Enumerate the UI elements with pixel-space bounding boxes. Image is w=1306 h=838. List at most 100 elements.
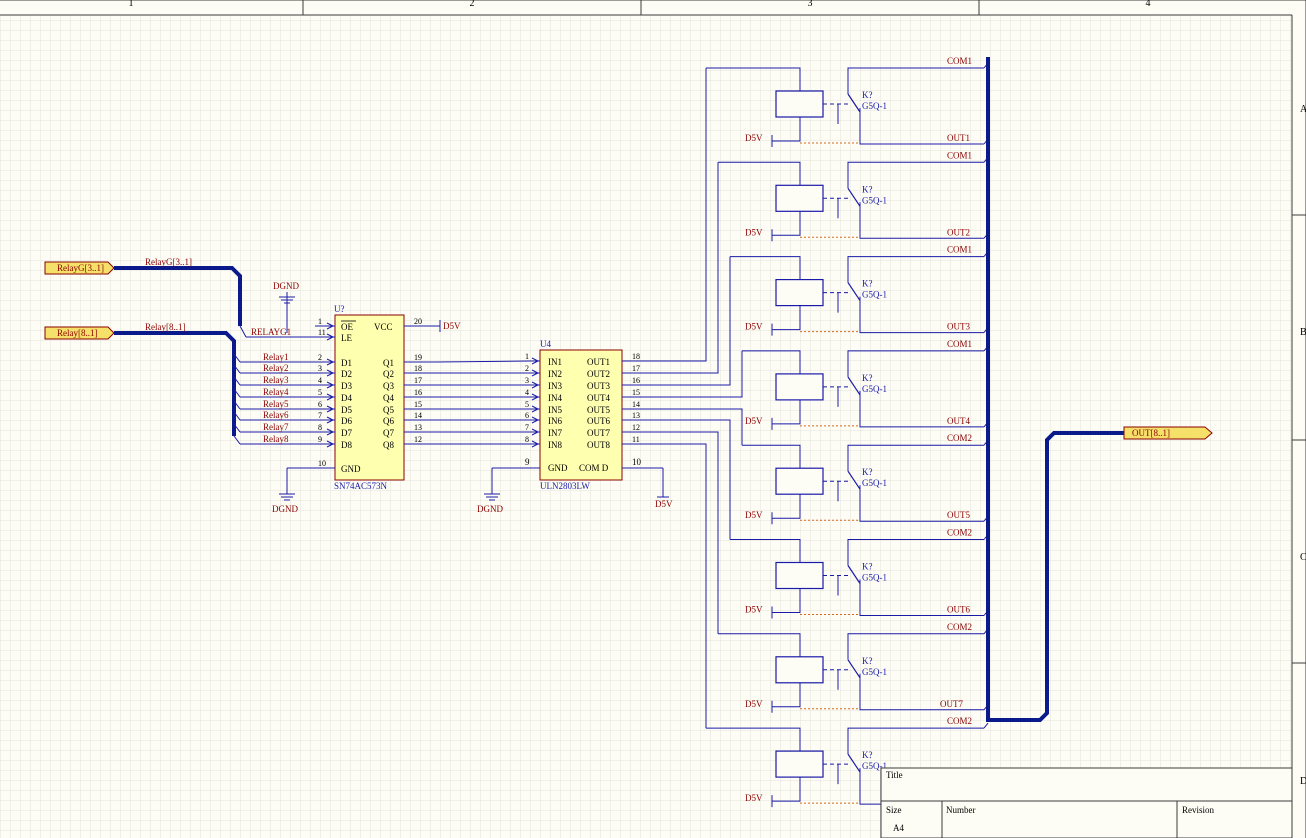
relay-coil-wire bbox=[742, 444, 801, 469]
dgnd-symbol-top: DGND bbox=[273, 281, 299, 333]
relay-coil-wire bbox=[730, 256, 801, 280]
u7-pin-number: 16 bbox=[414, 388, 422, 397]
d5v-symbol-u4: D5V bbox=[622, 467, 673, 509]
u4-pin-arrow bbox=[531, 405, 540, 413]
u4-pin-number: 7 bbox=[525, 423, 529, 432]
u4-pin-arrow bbox=[531, 369, 540, 377]
relay-switch-blade bbox=[847, 659, 861, 679]
u7-pin-name: Q5 bbox=[383, 405, 394, 415]
u7-pin-name: D3 bbox=[341, 381, 352, 391]
u7-pin-name: D1 bbox=[341, 358, 352, 368]
u7-pin-name: D5 bbox=[341, 405, 352, 415]
u4-pin-number: 16 bbox=[632, 376, 640, 385]
u7-pin-arrow bbox=[326, 416, 335, 424]
u4-pin-number: 11 bbox=[632, 435, 640, 444]
dgnd-u7-label: DGND bbox=[272, 504, 298, 514]
u7-pin-name: Q6 bbox=[383, 416, 394, 426]
relay-com-wire bbox=[847, 67, 984, 94]
relay-com-wire bbox=[847, 727, 984, 755]
relay-part: G5Q-1 bbox=[862, 761, 887, 771]
u7-pin-arrow bbox=[326, 393, 335, 401]
u4-pin-number: 15 bbox=[632, 388, 640, 397]
bus-label-relayg: RelayG[3..1] bbox=[145, 257, 192, 267]
u4-pin-gnd-name: GND bbox=[548, 463, 568, 473]
relay-part: G5Q-1 bbox=[862, 478, 887, 488]
relay-coil bbox=[775, 184, 824, 212]
col-label-3: 3 bbox=[808, 0, 813, 9]
relay-out-label: OUT7 bbox=[940, 699, 963, 709]
u7-pin-number: 12 bbox=[414, 435, 422, 444]
relay-coil-wire bbox=[718, 633, 801, 657]
relay-supply-label: D5V bbox=[745, 322, 763, 332]
relay-supply-wire bbox=[772, 588, 801, 613]
relay-supply-label: D5V bbox=[745, 133, 763, 143]
u7-pin-name: GND bbox=[341, 464, 361, 474]
u7-pin-number: 15 bbox=[414, 400, 422, 409]
relay-out-wire bbox=[859, 579, 984, 616]
u7-pin-number: 13 bbox=[414, 423, 422, 432]
relay-com-wire bbox=[847, 161, 984, 189]
bus-entry bbox=[233, 400, 241, 410]
port-out[interactable]: OUT[8..1] bbox=[1123, 426, 1213, 440]
u4-pin-number: 4 bbox=[525, 388, 529, 397]
relay-com-label: COM2 bbox=[947, 622, 972, 632]
u7-component[interactable]: U? SN74AC573N 1OE11LE2D13D24D35D46D57D68… bbox=[315, 304, 436, 491]
relay-out-wire bbox=[859, 108, 984, 145]
relay-coil bbox=[775, 656, 824, 684]
u7-pin-name: VCC bbox=[374, 322, 393, 332]
u7-pin-number: 11 bbox=[318, 328, 326, 337]
wire bbox=[622, 443, 707, 729]
relay-supply-wire bbox=[772, 305, 801, 331]
port-relay[interactable]: Relay[8..1] bbox=[44, 326, 115, 340]
bus-relay[interactable] bbox=[114, 331, 236, 436]
title-block-number-label: Number bbox=[946, 805, 976, 815]
relay-out-wire bbox=[859, 202, 984, 239]
relay-out-wire bbox=[859, 485, 984, 522]
d5v-u4-label: D5V bbox=[655, 499, 673, 509]
relay-out-label: OUT3 bbox=[947, 322, 970, 332]
u4-component[interactable]: U4 ULN2803LW 1IN12IN23IN34IN45IN56IN67IN… bbox=[525, 339, 642, 491]
u7-pin-arrow bbox=[326, 428, 335, 436]
title-block-revision-label: Revision bbox=[1182, 805, 1215, 815]
bus-entry bbox=[233, 353, 241, 363]
u7-pin-arrow bbox=[326, 440, 335, 448]
u4-pin-number: 5 bbox=[525, 400, 529, 409]
bus-entry bbox=[233, 376, 241, 386]
dgnd-top-label: DGND bbox=[273, 281, 299, 291]
u4-pin-comd-num: 10 bbox=[632, 457, 642, 467]
relay-supply-wire bbox=[772, 777, 801, 802]
relay-out-label: OUT5 bbox=[947, 510, 970, 520]
net-label-relay: Relay5 bbox=[263, 399, 289, 409]
u7-pin-arrow bbox=[326, 358, 335, 366]
u4-pin-number: 17 bbox=[632, 364, 640, 373]
relay-coil-wire bbox=[706, 727, 801, 752]
d5v-u7-label: D5V bbox=[443, 321, 461, 331]
row-labels: A B C D bbox=[1300, 104, 1306, 787]
u4-pin-name: IN5 bbox=[548, 405, 562, 415]
u7-pin-number: 3 bbox=[318, 364, 322, 373]
bus-relayg[interactable] bbox=[114, 266, 242, 326]
bus-out[interactable] bbox=[986, 57, 1124, 722]
port-relayg[interactable]: RelayG[3..1] bbox=[44, 261, 115, 275]
relay-out-wire bbox=[859, 296, 984, 334]
u7-pin-number: 9 bbox=[318, 435, 322, 444]
relay-supply-label: D5V bbox=[745, 416, 763, 426]
relay-array: D5VK?G5Q-1OUT1COM1D5VK?G5Q-1OUT2COM1D5VK… bbox=[706, 56, 989, 808]
u7-pin-number: 6 bbox=[318, 400, 322, 409]
relay-out-wire bbox=[859, 673, 984, 711]
u4-pin-number: 12 bbox=[632, 423, 640, 432]
wire bbox=[435, 360, 540, 363]
port-out-label: OUT[8..1] bbox=[1132, 428, 1170, 438]
row-label-d: D bbox=[1300, 776, 1306, 787]
u4-pin-name: IN8 bbox=[548, 440, 562, 450]
column-labels: 1 2 3 4 bbox=[129, 0, 1151, 9]
col-label-2: 2 bbox=[470, 0, 475, 9]
u4-pin-name: OUT5 bbox=[587, 405, 610, 415]
relay-com-label: COM1 bbox=[947, 339, 972, 349]
